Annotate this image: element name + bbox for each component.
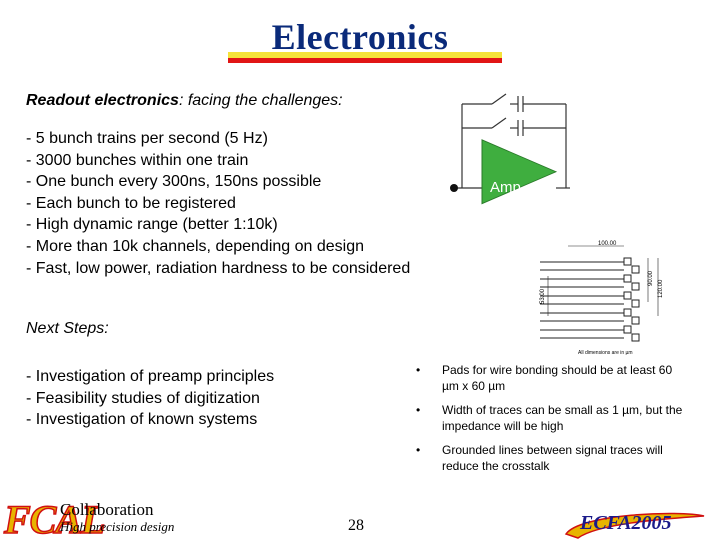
title-underline-yellow <box>228 52 502 58</box>
note-text: Width of traces can be small as 1 µm, bu… <box>442 403 683 433</box>
slide-title: Electronics <box>271 17 449 57</box>
dim-right-outer-label: 120.00 <box>658 279 664 298</box>
note-text: Pads for wire bonding should be at least… <box>442 363 673 393</box>
heading-bold: Readout electronics <box>26 92 179 109</box>
amp-label: Amp <box>490 179 521 196</box>
dim-left-label: 53.00 <box>540 288 546 304</box>
bullet-icon: • <box>416 403 421 417</box>
list-item: - Feasibility studies of digitization <box>26 389 260 407</box>
wire-bonding-diagram: 100.00 90.00 120.00 53.00 All dimensions… <box>540 241 664 356</box>
design-notes-list: • Pads for wire bonding should be at leas… <box>412 362 692 482</box>
ecfa-logo-swoosh <box>564 512 705 539</box>
challenges-list: - 5 bunch trains per second (5 Hz) - 300… <box>26 128 410 279</box>
next-steps-list: - Investigation of preamp principles - F… <box>26 366 274 431</box>
list-item: - Fast, low power, radiation hardness to… <box>26 259 411 277</box>
bullet-icon: • <box>416 363 421 377</box>
list-item: - Investigation of preamp principles <box>26 368 275 385</box>
section-heading: Readout electronics: facing the challeng… <box>26 92 343 110</box>
amplifier-triangle <box>481 139 558 205</box>
list-item: • Width of traces can be small as 1 µm, b… <box>412 402 692 434</box>
dimensions-caption: All dimensions are in µm <box>578 350 633 356</box>
list-item: - Investigation of known systems <box>26 411 258 429</box>
list-item: - More than 10k channels, depending on d… <box>26 237 365 255</box>
next-steps-label: Next Steps: <box>26 320 109 337</box>
dim-right-inner-label: 90.00 <box>648 270 654 286</box>
list-item: • Grounded lines between signal traces wi… <box>412 442 692 474</box>
collaboration-label: Collaboration <box>60 500 154 519</box>
amplifier-circuit-diagram: Amp <box>450 93 570 205</box>
list-item: - High dynamic range (better 1:10k) <box>26 216 278 234</box>
list-item: - 3000 bunches within one train <box>26 151 249 169</box>
title-underline-red <box>228 58 502 63</box>
list-item: - Each bunch to be registered <box>26 194 236 212</box>
dim-top-label: 100.00 <box>598 241 617 247</box>
input-node <box>450 184 458 192</box>
page-number: 28 <box>348 517 364 534</box>
ecfa-logo-text: ECFA2005 <box>580 512 672 534</box>
note-text: Grounded lines between signal traces wil… <box>442 443 663 473</box>
list-item: - One bunch every 300ns, 150ns possible <box>26 173 322 191</box>
list-item: • Pads for wire bonding should be at leas… <box>412 362 692 394</box>
fcal-logo: FCAL <box>3 496 106 543</box>
bullet-icon: • <box>416 443 421 457</box>
heading-rest: : facing the challenges: <box>178 92 343 109</box>
list-item: - 5 bunch trains per second (5 Hz) <box>26 130 268 147</box>
tagline: High precision design <box>60 519 175 534</box>
